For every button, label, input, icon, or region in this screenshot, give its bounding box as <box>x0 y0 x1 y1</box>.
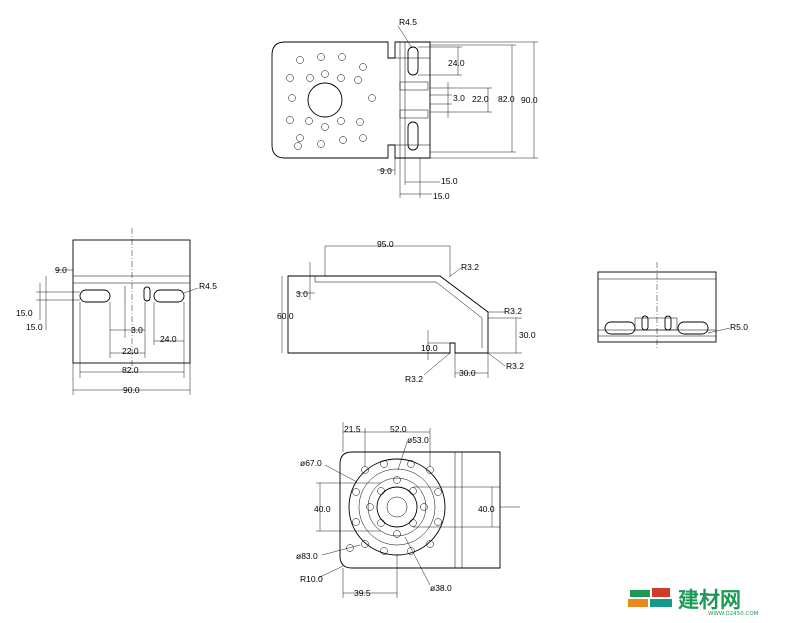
right-slot-a <box>604 321 636 335</box>
left-view: 9.0 15.0 15.0 R4.5 3.0 22.0 24.0 82.0 90… <box>16 228 217 395</box>
bottom-plate-outline <box>339 451 501 569</box>
watermark-logo: 建材网 WWW.O2450.COM <box>628 588 759 617</box>
top-dim-15a: 15.0 <box>441 176 458 186</box>
left-dim-3: 3.0 <box>131 325 143 335</box>
left-view-outline <box>72 239 191 364</box>
bottom-dim-phi53: ø53.0 <box>407 435 429 445</box>
profile-dim-r4: R3.2 <box>506 361 524 371</box>
bottom-dim-r10: R10.0 <box>300 574 323 584</box>
logo-block-teal <box>650 599 672 607</box>
top-center-bore <box>307 82 343 118</box>
profile-dim-10: 10.0 <box>421 343 438 353</box>
profile-dim-r1: R3.2 <box>461 262 479 272</box>
right-view: R5.0 <box>597 262 748 350</box>
left-slot-b <box>153 289 185 303</box>
watermark-brand: 建材网 <box>678 588 741 612</box>
top-dim-90: 90.0 <box>521 95 538 105</box>
watermark-url: WWW.O2450.COM <box>708 611 759 617</box>
profile-dim-30b: 30.0 <box>459 368 476 378</box>
top-dim-22: 22.0 <box>472 94 489 104</box>
bottom-dim-21: 21.5 <box>344 424 361 434</box>
left-dim-15a: 15.0 <box>16 308 33 318</box>
logo-block-red <box>652 588 670 597</box>
bottom-dim-40b: 40.0 <box>478 504 495 514</box>
right-slot-b <box>677 321 709 335</box>
profile-dim-r2: R3.2 <box>504 306 522 316</box>
profile-outline <box>287 275 489 354</box>
top-dim-15b: 15.0 <box>433 191 450 201</box>
left-dim-r45: R4.5 <box>199 281 217 291</box>
left-slot-center <box>143 286 151 302</box>
profile-dim-60: 60.0 <box>277 311 294 321</box>
top-dim-82: 82.0 <box>498 94 515 104</box>
top-dim-9: 9.0 <box>380 166 392 176</box>
logo-block-orange <box>628 599 648 607</box>
left-slot-a <box>79 289 111 303</box>
top-dim-3: 3.0 <box>453 93 465 103</box>
left-dim-9: 9.0 <box>55 265 67 275</box>
bottom-view: 21.5 52.0 ø53.0 ø67.0 40.0 40.0 ø83.0 R1… <box>296 422 520 598</box>
bottom-center-bore <box>376 486 418 528</box>
left-dim-90: 90.0 <box>123 385 140 395</box>
top-dim-24: 24.0 <box>448 58 465 68</box>
left-dim-22: 22.0 <box>122 346 139 356</box>
profile-view: 95.0 R3.2 3.0 60.0 R3.2 30.0 10.0 R3.2 3… <box>277 239 536 384</box>
bottom-dim-phi38: ø38.0 <box>430 583 452 593</box>
profile-dim-95: 95.0 <box>377 239 394 249</box>
bottom-dim-39: 39.5 <box>354 588 371 598</box>
profile-dim-30r: 30.0 <box>519 330 536 340</box>
left-dim-24: 24.0 <box>160 334 177 344</box>
left-dim-82: 82.0 <box>122 365 139 375</box>
top-view: R4.5 24.0 3.0 22.0 82.0 90.0 9.0 15.0 15… <box>271 17 538 201</box>
bottom-dim-phi67: ø67.0 <box>300 458 322 468</box>
top-view-plate-outline <box>271 41 431 159</box>
left-dim-15b: 15.0 <box>26 322 43 332</box>
right-dim-r5: R5.0 <box>730 322 748 332</box>
top-dim-r45: R4.5 <box>399 17 417 27</box>
top-slot-upper <box>407 46 419 76</box>
profile-dim-r3: R3.2 <box>405 374 423 384</box>
bottom-dim-40a: 40.0 <box>314 504 331 514</box>
logo-block-green <box>630 590 650 597</box>
bottom-dim-phi83: ø83.0 <box>296 551 318 561</box>
top-slot-lower <box>407 121 419 151</box>
bottom-dim-52: 52.0 <box>390 424 407 434</box>
profile-dim-3: 3.0 <box>296 289 308 299</box>
